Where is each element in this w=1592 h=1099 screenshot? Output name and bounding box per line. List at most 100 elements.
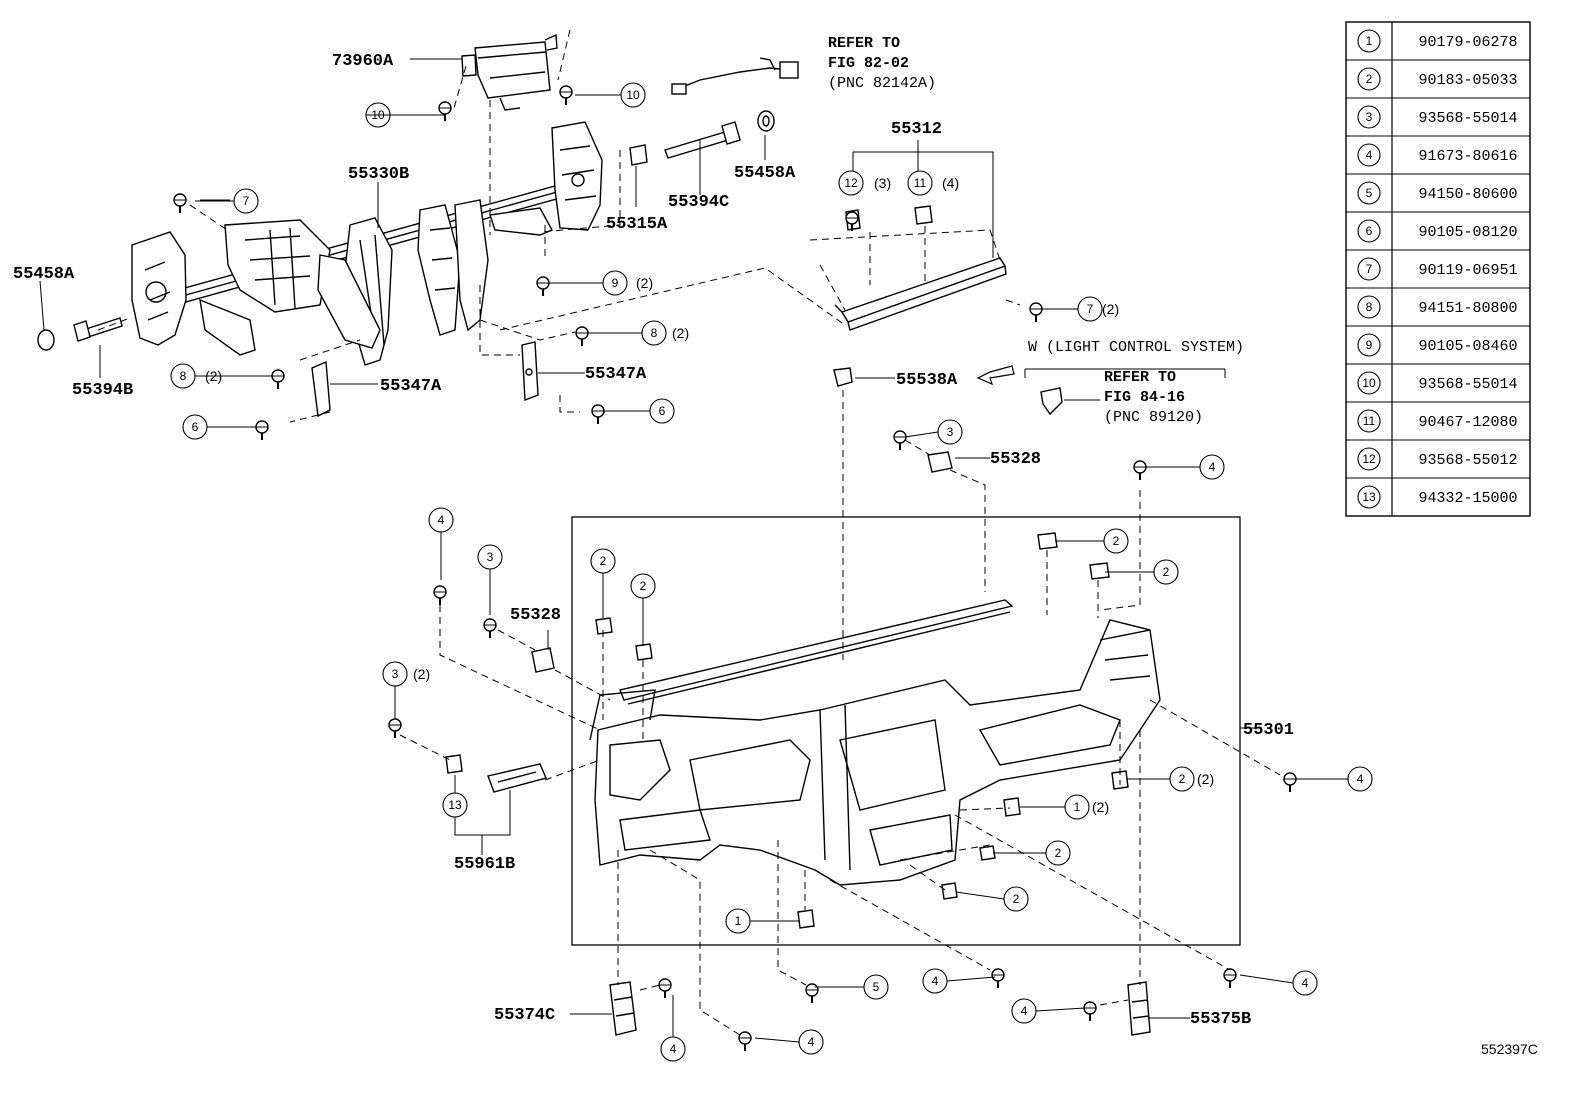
bolt-icon	[536, 276, 550, 296]
ref-circle-icon	[1357, 371, 1381, 395]
table-ref-number: 9	[1366, 338, 1373, 352]
svg-text:5: 5	[873, 980, 880, 994]
ref-circle-icon	[1357, 105, 1381, 129]
svg-text:8: 8	[180, 369, 187, 383]
svg-text:1: 1	[1074, 800, 1081, 814]
svg-text:6: 6	[192, 420, 199, 434]
clip-89120-illustration	[1040, 387, 1063, 416]
ref-circle-icon	[1357, 67, 1381, 91]
table-part-number: 93568-55014	[1418, 376, 1517, 393]
bolt-icon	[893, 430, 907, 450]
label-55458A-right: 55458A	[734, 164, 796, 183]
callout-bubble: 4	[1347, 766, 1373, 792]
table-part-number: 94332-15000	[1418, 490, 1517, 507]
harness-82142A-illustration	[671, 57, 799, 95]
callout-bubble: 5	[863, 974, 889, 1000]
svg-text:13: 13	[448, 798, 462, 812]
qty-8-mid: (2)	[672, 325, 689, 341]
qty-12: (3)	[874, 175, 891, 191]
bracket-55328-top-illustration	[927, 451, 953, 473]
bolt-55394C-illustration	[664, 110, 775, 159]
light-control-note: W (LIGHT CONTROL SYSTEM)	[1028, 339, 1244, 356]
bolt-icon	[483, 618, 497, 638]
callout-bubble: 2	[1103, 528, 1129, 554]
table-ref-number: 10	[1362, 376, 1376, 390]
table-part-number: 90467-12080	[1418, 414, 1517, 431]
bracket-55375B-illustration	[1127, 981, 1151, 1036]
bolt-icon	[433, 585, 447, 605]
label-55312: 55312	[891, 120, 942, 139]
label-55347A-mid: 55347A	[585, 365, 647, 384]
ref-circle-icon	[1357, 295, 1381, 319]
label-55538A: 55538A	[896, 371, 958, 390]
bracket-55961B-illustration	[445, 754, 547, 793]
table-ref-number: 3	[1366, 110, 1373, 124]
bolt-icon	[173, 193, 187, 213]
callout-bubble: 7	[1077, 296, 1103, 322]
assembly-lines	[97, 29, 1281, 1036]
bolt-icon	[1083, 1001, 1097, 1021]
callout-bubble: 8	[170, 363, 196, 389]
table-part-number: 90179-06278	[1418, 34, 1517, 51]
callout-bubble: 4	[1292, 970, 1318, 996]
ref-circle-icon	[1357, 485, 1381, 509]
part-number-labels: 73960A 55330B 55458A 55394B 55347A 55347…	[13, 52, 1294, 1029]
table-part-number: 94150-80600	[1418, 186, 1517, 203]
svg-text:2: 2	[1055, 846, 1062, 860]
table-ref-number: 8	[1366, 300, 1373, 314]
diagram-id: 552397C	[1481, 1041, 1538, 1057]
ref-circle-icon	[1357, 409, 1381, 433]
callout-bubble: 2	[1003, 886, 1029, 912]
leader-lines	[39, 58, 1262, 1019]
light-control-arrow	[976, 365, 1015, 386]
reference-notes: REFER TO FIG 82-02 (PNC 82142A) W (LIGHT…	[828, 35, 1538, 1057]
label-55961B: 55961B	[454, 855, 515, 874]
table-row: 11 90467-12080	[1357, 409, 1518, 433]
ref-circle-icon	[1357, 29, 1381, 53]
label-55458A-left: 55458A	[13, 265, 75, 284]
callout-bubble: 4	[660, 1036, 686, 1062]
bolt-icon	[845, 211, 859, 231]
svg-text:2: 2	[1179, 772, 1186, 786]
module-73960A-illustration	[461, 33, 558, 111]
table-ref-number: 5	[1366, 186, 1373, 200]
bolt-icon	[1133, 460, 1147, 480]
bolt-icon	[1283, 772, 1297, 792]
bolt-icon	[271, 369, 285, 389]
callout-bubble: 7	[233, 188, 259, 214]
svg-text:2: 2	[640, 579, 647, 593]
label-55375B: 55375B	[1190, 1010, 1251, 1029]
label-55315A: 55315A	[606, 215, 668, 234]
table-part-number: 94151-80800	[1418, 300, 1517, 317]
svg-text:6: 6	[659, 404, 666, 418]
duct-55312-illustration	[834, 205, 1007, 331]
table-part-number: 93568-55012	[1418, 452, 1517, 469]
table-part-number: 90183-05033	[1418, 72, 1517, 89]
svg-text:8: 8	[651, 326, 658, 340]
callout-bubble: 3	[477, 544, 503, 570]
label-55394B: 55394B	[72, 381, 133, 400]
svg-text:1: 1	[735, 914, 742, 928]
table-row: 8 94151-80800	[1357, 295, 1518, 319]
callout-bubble: 2	[1169, 766, 1195, 792]
table-ref-number: 11	[1363, 414, 1376, 428]
bolt-icon	[1029, 302, 1043, 322]
label-55374C: 55374C	[494, 1006, 555, 1025]
callout-bubble: 9	[602, 270, 628, 296]
callout-bubble: 2	[630, 573, 656, 599]
refer-84-line3: (PNC 89120)	[1104, 409, 1203, 426]
table-ref-number: 7	[1366, 262, 1373, 276]
svg-text:4: 4	[438, 513, 445, 527]
qty-1-right: (2)	[1092, 799, 1109, 815]
svg-text:2: 2	[1163, 565, 1170, 579]
callout-bubble: 1	[1064, 794, 1090, 820]
svg-text:9: 9	[612, 276, 619, 290]
callout-bubble: 8	[641, 320, 667, 346]
svg-text:4: 4	[1302, 976, 1309, 990]
